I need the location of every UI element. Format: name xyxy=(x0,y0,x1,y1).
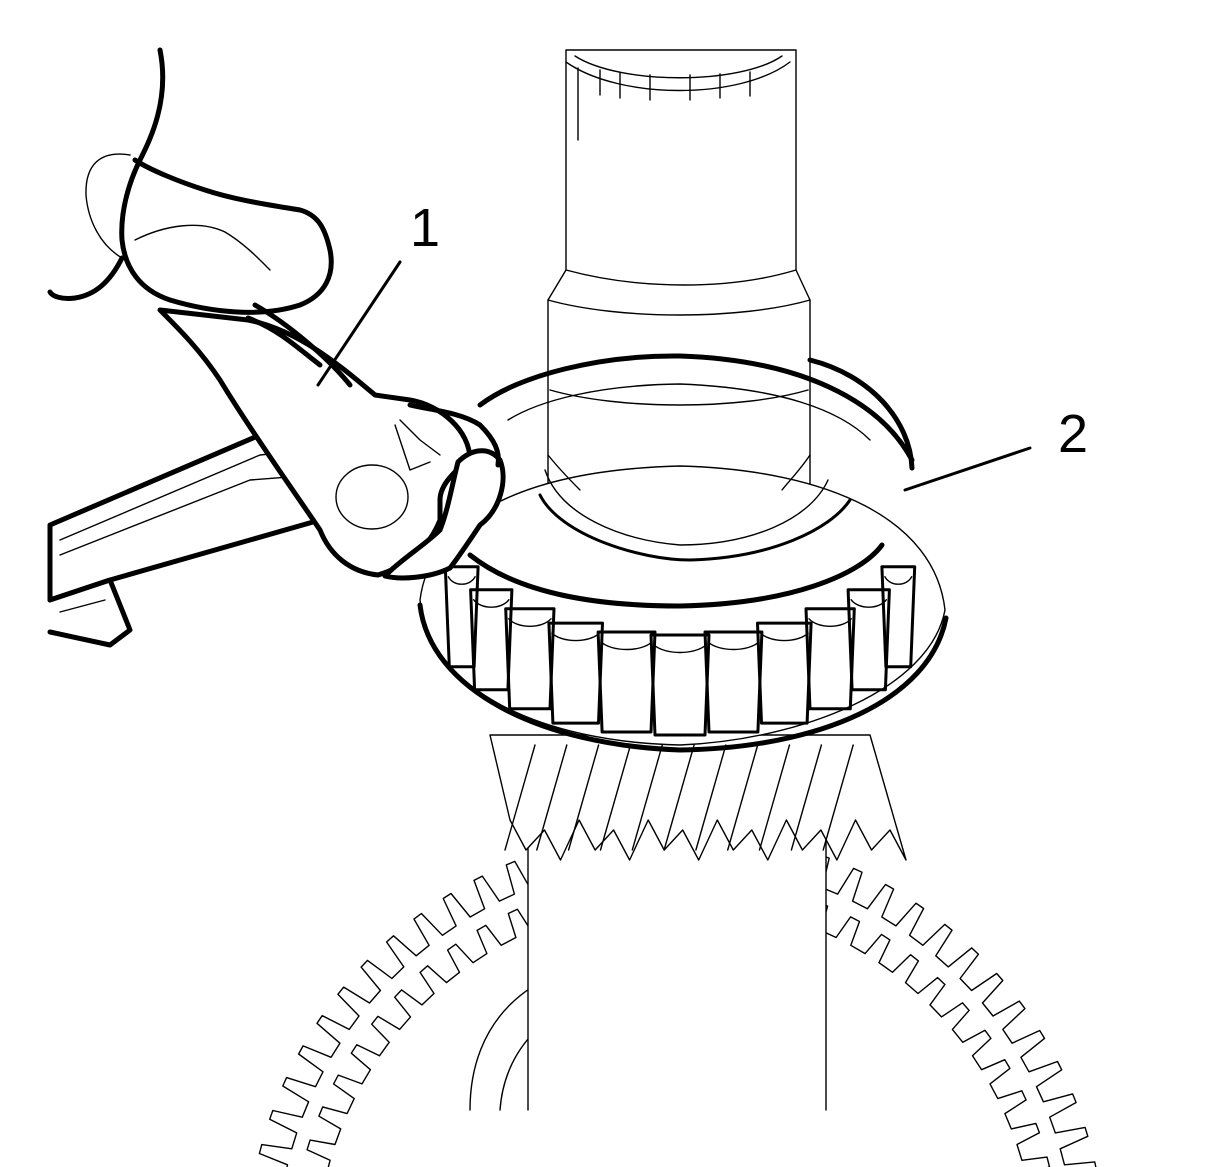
callout-1-label: 1 xyxy=(410,198,440,258)
bearing-roller-edge xyxy=(551,632,601,642)
bearing-roller-edge xyxy=(884,576,913,585)
bearing-roller-edge xyxy=(447,576,476,585)
callout-2: 2 xyxy=(903,404,1088,492)
bearing-roller xyxy=(804,607,856,711)
bearing-roller xyxy=(649,633,711,737)
callout-2-label: 2 xyxy=(1058,404,1088,464)
bearing-roller-edge xyxy=(653,644,707,654)
taper-roller-bearing xyxy=(417,353,949,753)
bearing-roller-edge xyxy=(759,632,809,642)
bearing-roller-edge xyxy=(707,641,760,651)
lower-shaft xyxy=(527,829,827,1120)
bearing-puller-tool xyxy=(47,307,506,648)
upper-shaft xyxy=(547,49,811,491)
bearing-roller-edge xyxy=(508,618,552,627)
helical-pinion-gear xyxy=(489,734,907,861)
bearing-roller xyxy=(846,588,891,692)
bearing-roller-edge xyxy=(472,599,510,608)
bearing-roller-edge xyxy=(600,641,653,651)
bearing-roller xyxy=(703,630,764,734)
bearing-roller xyxy=(756,621,813,725)
callout-1: 1 xyxy=(316,198,440,387)
technician-hand xyxy=(47,47,353,388)
bearing-roller xyxy=(504,607,556,711)
bearing-roller xyxy=(880,565,917,669)
bearing-roller xyxy=(596,630,657,734)
bearing-roller xyxy=(547,621,604,725)
